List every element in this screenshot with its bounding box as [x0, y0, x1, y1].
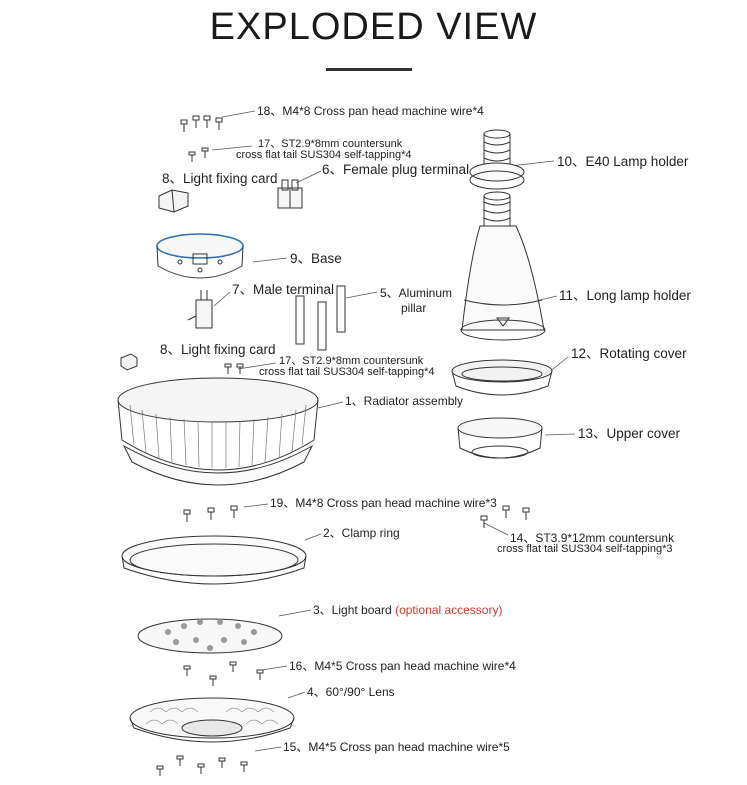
label-part-14-line1: 14、ST3.9*12mm countersunk [510, 531, 675, 545]
part-11-long-holder [460, 191, 546, 341]
label-part-5-line1: 5、Aluminum [380, 286, 453, 300]
label-part-3-text: 3、Light board [313, 603, 392, 617]
label-part-4: 4、60°/90° Lens [307, 685, 395, 699]
label-part-10: 10、E40 Lamp holder [557, 154, 689, 169]
label-part-11: 11、Long lamp holder [559, 288, 691, 303]
page-title: EXPLODED VIEW [209, 6, 538, 48]
label-part-15: 15、M4*5 Cross pan head machine wire*5 [283, 740, 510, 754]
part-13-upper-cover [457, 417, 543, 459]
optional-accessory-note: (optional accessory) [395, 603, 503, 617]
part-16-screws [183, 661, 264, 686]
part-2-clamp-ring [121, 535, 307, 585]
title-divider [326, 68, 412, 71]
label-part-17-line2: cross flat tail SUS304 self-tapping*4 [236, 149, 412, 161]
label-part-8-top: 8、Light fixing card [162, 171, 278, 186]
part-17-screws-top [188, 147, 209, 162]
part-6-female-terminal [277, 179, 303, 209]
part-15-screws [156, 755, 248, 776]
part-5-pillars [295, 285, 346, 351]
part-3-light-board [137, 618, 283, 654]
label-part-8-bottom: 8、Light fixing card [160, 342, 276, 357]
part-8-fixing-card-top [158, 189, 189, 213]
part-14-screws [480, 505, 530, 528]
label-part-12: 12、Rotating cover [571, 346, 687, 361]
label-part-16: 16、M4*5 Cross pan head machine wire*4 [289, 659, 516, 673]
label-part-17b-line1: 17、ST2.9*8mm countersunk [279, 355, 424, 367]
label-part-3: 3、Light board (optional accessory) [313, 604, 502, 617]
label-part-9: 9、Base [290, 251, 342, 266]
label-part-1: 1、Radiator assembly [345, 394, 464, 408]
part-19-screws [183, 505, 238, 522]
label-part-13: 13、Upper cover [578, 426, 681, 441]
label-part-5-line2: pillar [401, 301, 427, 315]
part-17-screws-bottom [224, 363, 244, 374]
part-18-screws [180, 115, 223, 132]
label-part-17-line1: 17、ST2.9*8mm countersunk [258, 138, 403, 150]
part-7-male-terminal [187, 290, 213, 329]
part-4-lens [129, 697, 295, 743]
label-part-2: 2、Clamp ring [323, 526, 400, 540]
part-8-fixing-card-bottom [120, 353, 138, 371]
label-part-14-line2: cross flat tail SUS304 self-tapping*3 [497, 543, 673, 555]
part-10-e40-holder [469, 129, 525, 190]
part-1-radiator [117, 377, 319, 486]
label-part-17b-line2: cross flat tail SUS304 self-tapping*4 [259, 366, 435, 378]
label-part-6: 6、Female plug terminal [322, 162, 470, 177]
label-part-19: 19、M4*8 Cross pan head machine wire*3 [270, 496, 497, 510]
label-part-18: 18、M4*8 Cross pan head machine wire*4 [257, 104, 484, 118]
part-12-rotating-cover [451, 359, 553, 396]
part-9-base [156, 233, 244, 279]
label-part-7: 7、Male terminal [232, 282, 335, 297]
